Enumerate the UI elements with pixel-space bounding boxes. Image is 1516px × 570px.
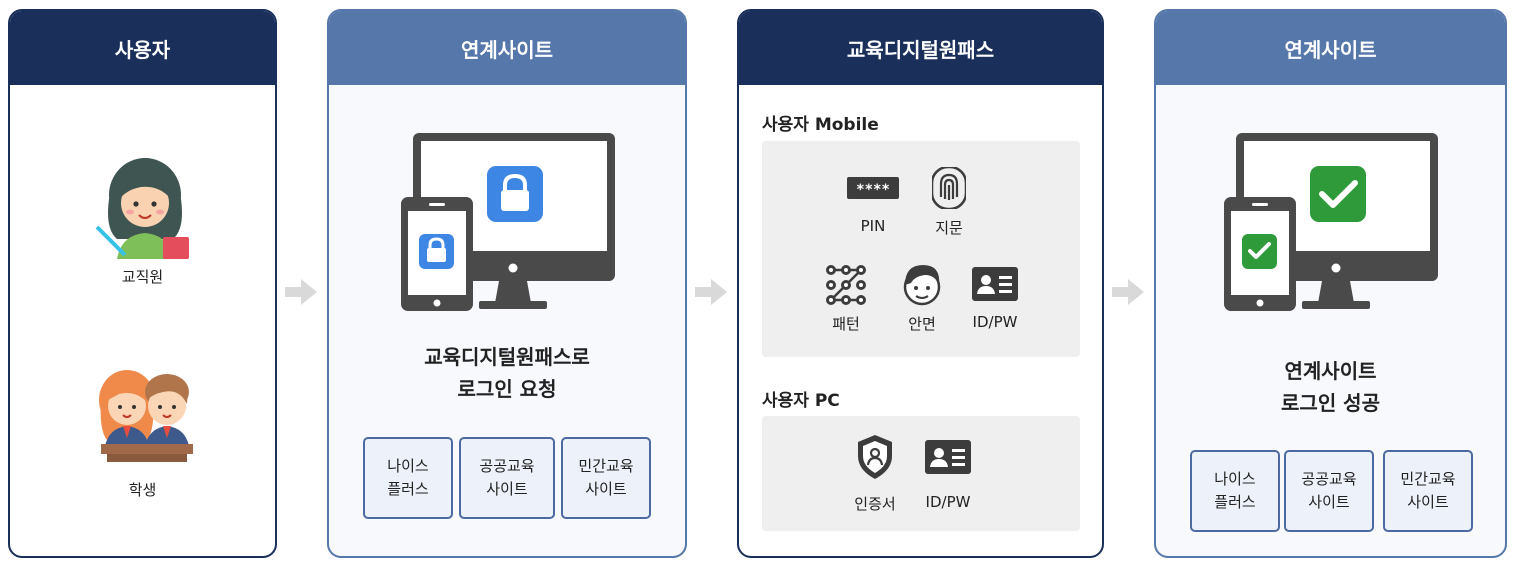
face-label: 안면: [908, 315, 936, 333]
linked-site-success-panel: 연계사이트 연계사이트 로그인 성공 나이스 플러스 공공교육 사이트 민간교육…: [1154, 9, 1507, 558]
pin-mask-text: ****: [856, 182, 890, 198]
check-icon: [1310, 166, 1366, 222]
fingerprint-label: 지문: [935, 219, 963, 237]
pin-label: PIN: [860, 217, 886, 235]
student-label: 학생: [128, 481, 157, 499]
login-request-line1: 교육디지털원패스로: [424, 345, 590, 369]
login-request-line2: 로그인 요청: [457, 377, 557, 401]
fingerprint-icon: [932, 167, 966, 209]
id-card-icon: [925, 440, 971, 474]
devices-check-illustration: [1224, 133, 1438, 311]
site-box-neis-plus: 나이스 플러스: [1190, 450, 1280, 532]
flow-arrow-icon: [1112, 279, 1144, 305]
site-box-public-edu: 공공교육 사이트: [1284, 450, 1374, 532]
id-pw-pc-label: ID/PW: [925, 493, 971, 511]
onepass-title: 교육디지털원패스: [739, 11, 1102, 85]
onepass-panel: 교육디지털원패스 사용자 Mobile **** PIN 지문 패턴: [737, 9, 1104, 558]
site-box-neis-plus: 나이스 플러스: [363, 437, 453, 519]
site-box-private-edu: 민간교육 사이트: [561, 437, 651, 519]
teacher-illustration: [95, 158, 189, 259]
pc-section-title: 사용자 PC: [762, 391, 840, 411]
user-panel-title: 사용자: [10, 11, 275, 85]
certificate-label: 인증서: [854, 495, 896, 513]
site-box-public-edu: 공공교육 사이트: [459, 437, 555, 519]
id-card-icon: [972, 267, 1018, 301]
flow-arrow-icon: [695, 279, 727, 305]
login-request-message: 교육디지털원패스로 로그인 요청: [329, 341, 685, 405]
face-icon: [903, 265, 941, 306]
id-pw-mobile-label: ID/PW: [972, 313, 1018, 331]
user-panel: 사용자 교직원 학생: [8, 9, 277, 558]
linked-site-success-title: 연계사이트: [1156, 11, 1505, 85]
login-success-line1: 연계사이트: [1284, 359, 1377, 383]
pin-icon: ****: [847, 177, 899, 199]
pattern-icon: [826, 265, 866, 305]
mobile-methods-box: **** PIN 지문 패턴 안면: [762, 141, 1080, 357]
login-success-line2: 로그인 성공: [1281, 391, 1380, 415]
certificate-shield-icon: [858, 435, 892, 479]
mobile-section-title: 사용자 Mobile: [762, 115, 879, 135]
linked-site-request-title: 연계사이트: [329, 11, 685, 85]
flow-arrow-icon: [285, 279, 317, 305]
site-box-private-edu: 민간교육 사이트: [1383, 450, 1473, 532]
devices-lock-illustration: [401, 133, 615, 311]
linked-site-request-panel: 연계사이트 교육디지털원패스로 로그인 요청 나이스 플러스 공공교육 사이트 …: [327, 9, 687, 558]
staff-label: 교직원: [121, 268, 164, 286]
pattern-label: 패턴: [832, 315, 860, 333]
pc-methods-box: 인증서 ID/PW: [762, 416, 1080, 531]
login-success-message: 연계사이트 로그인 성공: [1156, 355, 1505, 419]
students-illustration: [99, 370, 193, 462]
